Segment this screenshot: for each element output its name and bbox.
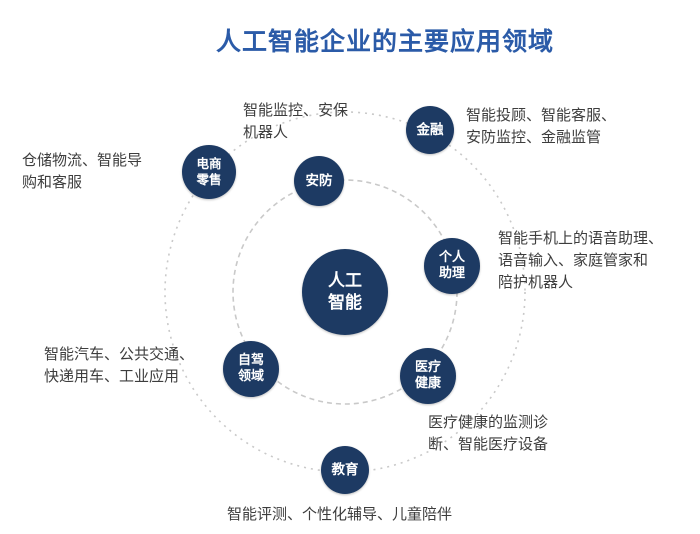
node-education-label: 教育 [331,461,359,478]
node-ai-center: 人工 智能 [302,249,388,335]
node-security-label: 安防 [305,172,333,189]
annotation-education: 智能评测、个性化辅导、儿童陪伴 [227,505,453,523]
node-education: 教育 [321,446,369,494]
node-finance: 金融 [406,106,454,154]
node-autonomous-driving-label: 自驾 领域 [237,352,264,384]
node-finance-label: 金融 [416,121,444,138]
annotation-ecommerce: 仓储物流、智能导 购和客服 [22,151,143,191]
node-autonomous-driving: 自驾 领域 [223,341,279,397]
node-ai-center-label: 人工 智能 [328,270,362,313]
annotation-autonomous-driving: 智能汽车、公共交通、 快递用车、工业应用 [44,345,195,385]
node-medical-health-label: 医疗 健康 [414,359,441,391]
node-medical-health: 医疗 健康 [400,348,456,404]
node-personal-assistant-label: 个人 助理 [438,249,465,281]
annotation-personal-assistant: 智能手机上的语音助理、 语音输入、家庭管家和 陪护机器人 [498,229,664,291]
node-ecommerce-retail-label: 电商 零售 [196,156,222,187]
annotation-security: 智能监控、安保 机器人 [243,101,349,141]
node-security: 安防 [294,156,344,206]
node-ecommerce-retail: 电商 零售 [182,145,236,199]
node-personal-assistant: 个人 助理 [424,238,480,294]
diagram-title: 人工智能企业的主要应用领域 [215,27,554,56]
outer-orbit-ring [164,111,526,473]
annotation-finance: 智能投顾、智能客服、 安防监控、金融监管 [466,106,617,146]
annotation-medical-health: 医疗健康的监测诊 断、智能医疗设备 [428,413,549,453]
